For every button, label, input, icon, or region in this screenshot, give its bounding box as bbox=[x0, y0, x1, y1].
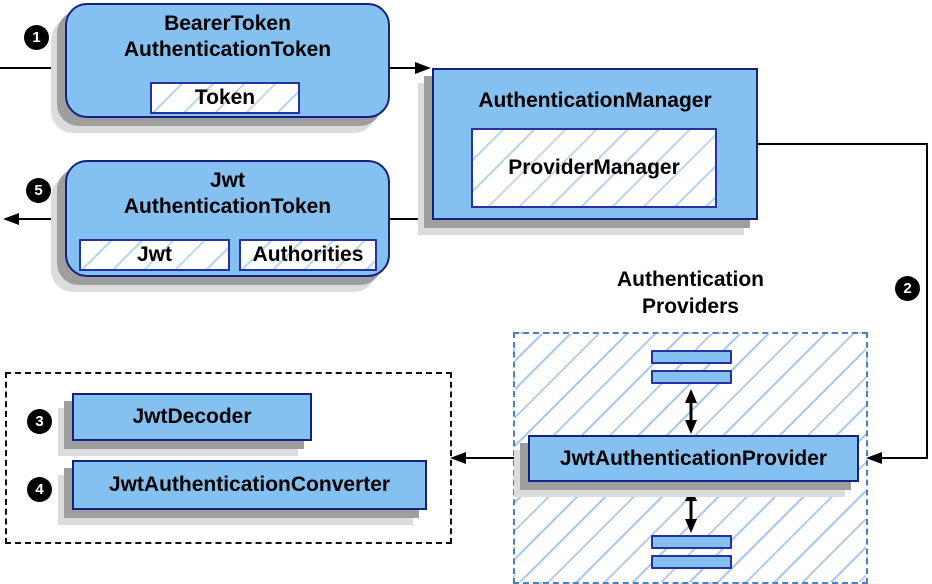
step-2-badge: 2 bbox=[895, 276, 920, 301]
jwt-token-title-line2: AuthenticationToken bbox=[123, 195, 332, 218]
authentication-providers-title: Authentication Providers bbox=[538, 266, 843, 320]
authentication-manager-node: AuthenticationManager ProviderManager bbox=[432, 68, 758, 220]
jwt-chip: Jwt bbox=[79, 239, 230, 271]
jwt-authentication-converter-node: JwtAuthenticationConverter bbox=[72, 460, 427, 510]
providers-title-line2: Providers bbox=[642, 295, 739, 318]
flow5-arrowhead-icon bbox=[3, 213, 19, 225]
provider-manager-chip: ProviderManager bbox=[471, 128, 717, 208]
step-1-badge: 1 bbox=[24, 25, 49, 50]
flow2-arrowhead-icon bbox=[866, 452, 882, 464]
jwt-authentication-token-node: Jwt AuthenticationToken Jwt Authorities bbox=[65, 160, 390, 277]
providers-title-line1: Authentication bbox=[617, 268, 764, 291]
provider-slot-bar bbox=[651, 370, 732, 384]
bearer-token-authentication-token-node: BearerToken AuthenticationToken Token bbox=[65, 3, 390, 118]
jwt-authentication-provider-node: JwtAuthenticationProvider bbox=[528, 435, 859, 482]
provider-slot-bar bbox=[651, 350, 732, 364]
provider-slot-bar bbox=[651, 555, 732, 569]
step-4-badge: 4 bbox=[27, 477, 52, 502]
bearer-title-line1: BearerToken bbox=[164, 12, 291, 35]
jwt-authentication-provider-label: JwtAuthenticationProvider bbox=[559, 446, 828, 470]
provider-manager-label: ProviderManager bbox=[508, 156, 680, 179]
step-5-badge: 5 bbox=[26, 178, 51, 203]
jwt-label: Jwt bbox=[136, 243, 172, 266]
jwt-decoder-node: JwtDecoder bbox=[72, 393, 312, 441]
step-3-badge: 3 bbox=[27, 409, 52, 434]
token-chip: Token bbox=[150, 82, 300, 114]
bearer-title-line2: AuthenticationToken bbox=[123, 38, 332, 61]
jwt-token-title-line1: Jwt bbox=[209, 169, 245, 192]
authorities-chip: Authorities bbox=[239, 239, 377, 271]
jwt-decoder-label: JwtDecoder bbox=[132, 405, 252, 428]
authentication-manager-title: AuthenticationManager bbox=[478, 89, 712, 112]
provider-slot-bar bbox=[651, 535, 732, 549]
flow3-arrowhead-icon bbox=[450, 452, 466, 464]
token-label: Token bbox=[194, 86, 256, 109]
jwt-authentication-converter-label: JwtAuthenticationConverter bbox=[108, 473, 391, 496]
authorities-label: Authorities bbox=[252, 243, 364, 266]
flow1b-arrowhead-icon bbox=[415, 62, 431, 74]
